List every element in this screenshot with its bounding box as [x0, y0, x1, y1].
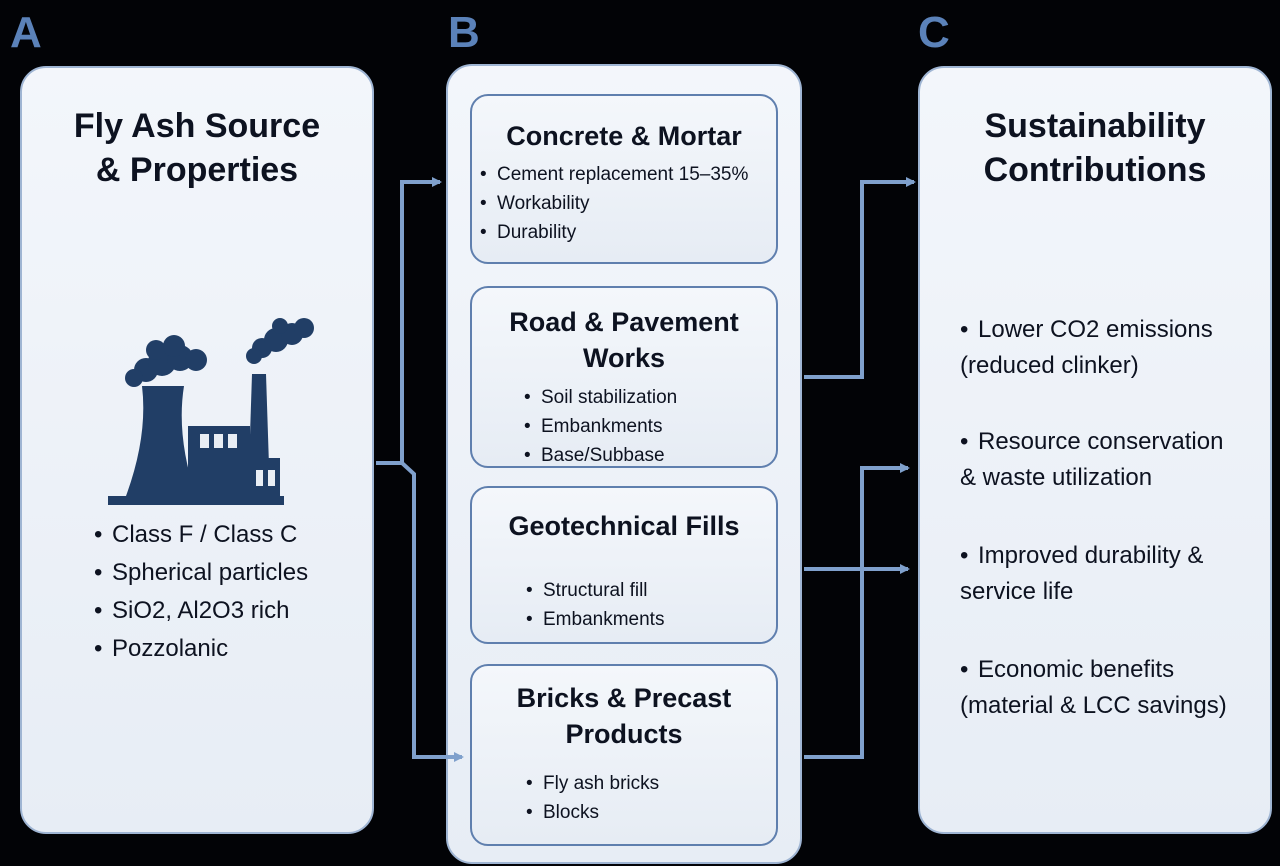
application-card-geotechnical: Geotechnical Fills Structural fill Emban… [470, 486, 778, 644]
list-item: Durability [480, 218, 748, 247]
source-properties-list: Class F / Class C Spherical particles Si… [94, 516, 308, 668]
list-item: SiO2, Al2O3 rich [94, 592, 308, 630]
section-label-a: A [10, 8, 42, 57]
arrow-source-to-concrete [376, 177, 442, 465]
card-title: Geotechnical Fills [508, 511, 740, 541]
card-list: Soil stabilization Embankments Base/Subb… [524, 383, 677, 470]
list-item: Base/Subbase [524, 441, 677, 470]
list-item: Improved durability & service life [960, 538, 1227, 610]
card-list: Cement replacement 15–35% Workability Du… [480, 160, 748, 247]
power-plant-icon [108, 318, 314, 505]
list-item: Resource conservation & waste utilizatio… [960, 424, 1227, 496]
list-item: Economic benefits (material & LCC saving… [960, 652, 1227, 724]
list-item: Spherical particles [94, 554, 308, 592]
source-panel-title: Fly Ash Source & Properties [73, 107, 321, 189]
list-item: Embankments [526, 605, 664, 634]
list-item: Lower CO2 emissions (reduced clinker) [960, 312, 1227, 384]
application-card-road: Road & Pavement Works Soil stabilization… [470, 286, 778, 468]
arrow-source-to-bricks [400, 461, 464, 762]
arrow-road-to-sustainability [804, 177, 916, 379]
sustainability-panel-title: Sustainability Contributions [983, 107, 1207, 189]
list-item: Class F / Class C [94, 516, 308, 554]
card-title: Bricks & Precast Products [516, 683, 732, 749]
arrow-bricks-to-sustainability [804, 463, 910, 759]
list-item: Structural fill [526, 576, 664, 605]
card-list: Structural fill Embankments [526, 576, 664, 634]
card-title: Concrete & Mortar [506, 121, 742, 151]
section-label-b: B [448, 8, 480, 57]
card-title: Road & Pavement Works [509, 307, 739, 373]
section-label-c: C [918, 8, 950, 57]
list-item: Workability [480, 189, 748, 218]
list-item: Blocks [526, 798, 659, 827]
application-card-bricks: Bricks & Precast Products Fly ash bricks… [470, 664, 778, 846]
list-item: Cement replacement 15–35% [480, 160, 748, 189]
list-item: Embankments [524, 412, 677, 441]
card-list: Fly ash bricks Blocks [526, 769, 659, 827]
list-item: Fly ash bricks [526, 769, 659, 798]
list-item: Pozzolanic [94, 630, 308, 668]
list-item: Soil stabilization [524, 383, 677, 412]
application-card-concrete: Concrete & Mortar Cement replacement 15–… [470, 94, 778, 264]
sustainability-list: Lower CO2 emissions (reduced clinker) Re… [960, 312, 1227, 724]
sustainability-panel: Sustainability Contributions Lower CO2 e… [918, 66, 1272, 834]
fly-ash-source-panel: Fly Ash Source & Properties Class [20, 66, 374, 834]
